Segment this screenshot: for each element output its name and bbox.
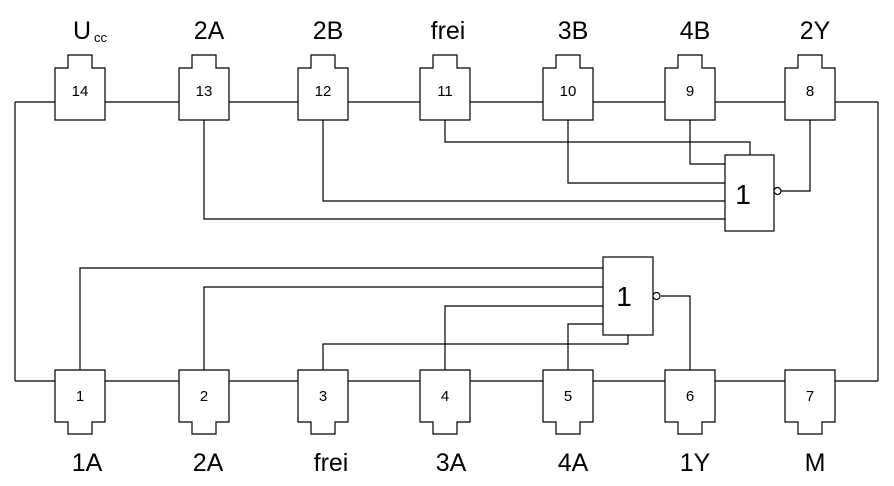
wire-pin1-to-gate [79,267,603,370]
pin-8-number: 8 [806,83,814,100]
pin-2-number: 2 [200,388,208,405]
pin-3-label: frei [314,449,349,477]
top-pins: 14 13 12 11 10 9 8 [54,54,836,121]
pin-9: 9 [664,54,716,121]
pin-13-number: 13 [196,83,213,100]
pin-13-label: 2A [194,17,225,45]
gate-upper: 1 [724,154,782,232]
pin-2: 2 [178,369,230,435]
wire-pin13-to-gate [203,120,725,220]
pin-4-body [419,369,471,435]
bottom-labels: 1A 2A frei 3A 4A 1Y M [72,449,826,477]
pin-14: 14 [54,54,106,121]
pin-9-body [664,54,716,121]
pin-3-number: 3 [319,388,327,405]
pin-6: 6 [664,369,716,435]
pin-12: 12 [297,54,349,121]
wire-pin3-to-gate [322,335,629,370]
pin-12-label: 2B [313,17,344,45]
pin-8-label: 2Y [800,17,831,45]
pin-11-number: 11 [437,83,453,100]
gate-lower-inversion-circle [652,291,661,301]
pin-14-label-sub: cc [94,30,108,45]
pin-10-label: 3B [558,17,589,45]
pin-1-body [54,369,106,435]
gate-upper-body [724,154,775,232]
pin-8: 8 [784,54,836,121]
wiring [14,101,879,382]
pin-2-label: 2A [193,449,224,477]
pin-4-number: 4 [441,388,449,405]
pin-6-body [664,369,716,435]
pin-4: 4 [419,369,471,435]
pin-3: 3 [297,369,349,435]
pin-8-body [784,54,836,121]
wire-pin9-to-gate [689,120,725,165]
pin-14-body [54,54,106,121]
pin-13: 13 [178,54,230,121]
pin-12-body [297,54,349,121]
pin-5-label: 4A [558,449,589,477]
wire-pin11-to-gate [444,120,751,155]
pin-4-label: 3A [436,449,467,477]
wire-pin5-to-gate [567,323,603,370]
gate-lower: 1 [602,256,661,336]
pin-11-label: frei [431,17,466,45]
pin-7: 7 [784,369,836,435]
pin-10-body [542,54,594,121]
bottom-pins: 1 2 3 4 5 6 7 [54,369,836,435]
pin-1-label: 1A [72,449,103,477]
pin-7-label: M [805,449,826,477]
wire-pin10-to-gate [567,120,725,184]
wire-gate-to-pin6 [661,295,691,370]
wire-pin4-to-gate [444,305,603,370]
pin-5-number: 5 [564,388,572,405]
pin-14-label-main: U [73,17,91,45]
pin-12-number: 12 [315,83,332,100]
gate-lower-symbol: 1 [616,281,632,312]
pin-5: 5 [542,369,594,435]
wire-pin2-to-gate [203,286,603,370]
wire-gate-to-pin8 [780,120,811,192]
gate-lower-body [602,256,654,336]
wire-pin12-to-gate [322,120,725,202]
pin-6-label: 1Y [680,449,711,477]
pin-5-body [542,369,594,435]
pin-1-number: 1 [76,388,84,405]
pin-13-body [178,54,230,121]
pin-7-number: 7 [806,388,814,405]
pin-10: 10 [542,54,594,121]
pin-9-number: 9 [686,83,694,100]
pin-6-number: 6 [686,388,694,405]
pin-7-body [784,369,836,435]
gate-upper-symbol: 1 [735,179,751,210]
pin-14-number: 14 [72,83,89,100]
pin-9-label: 4B [680,17,711,45]
pin-1: 1 [54,369,106,435]
gate-upper-inversion-circle [773,186,782,196]
pin-11-body [419,54,471,121]
pin-10-number: 10 [560,83,577,100]
pin-3-body [297,369,349,435]
pin-11: 11 [419,54,471,121]
pin-2-body [178,369,230,435]
